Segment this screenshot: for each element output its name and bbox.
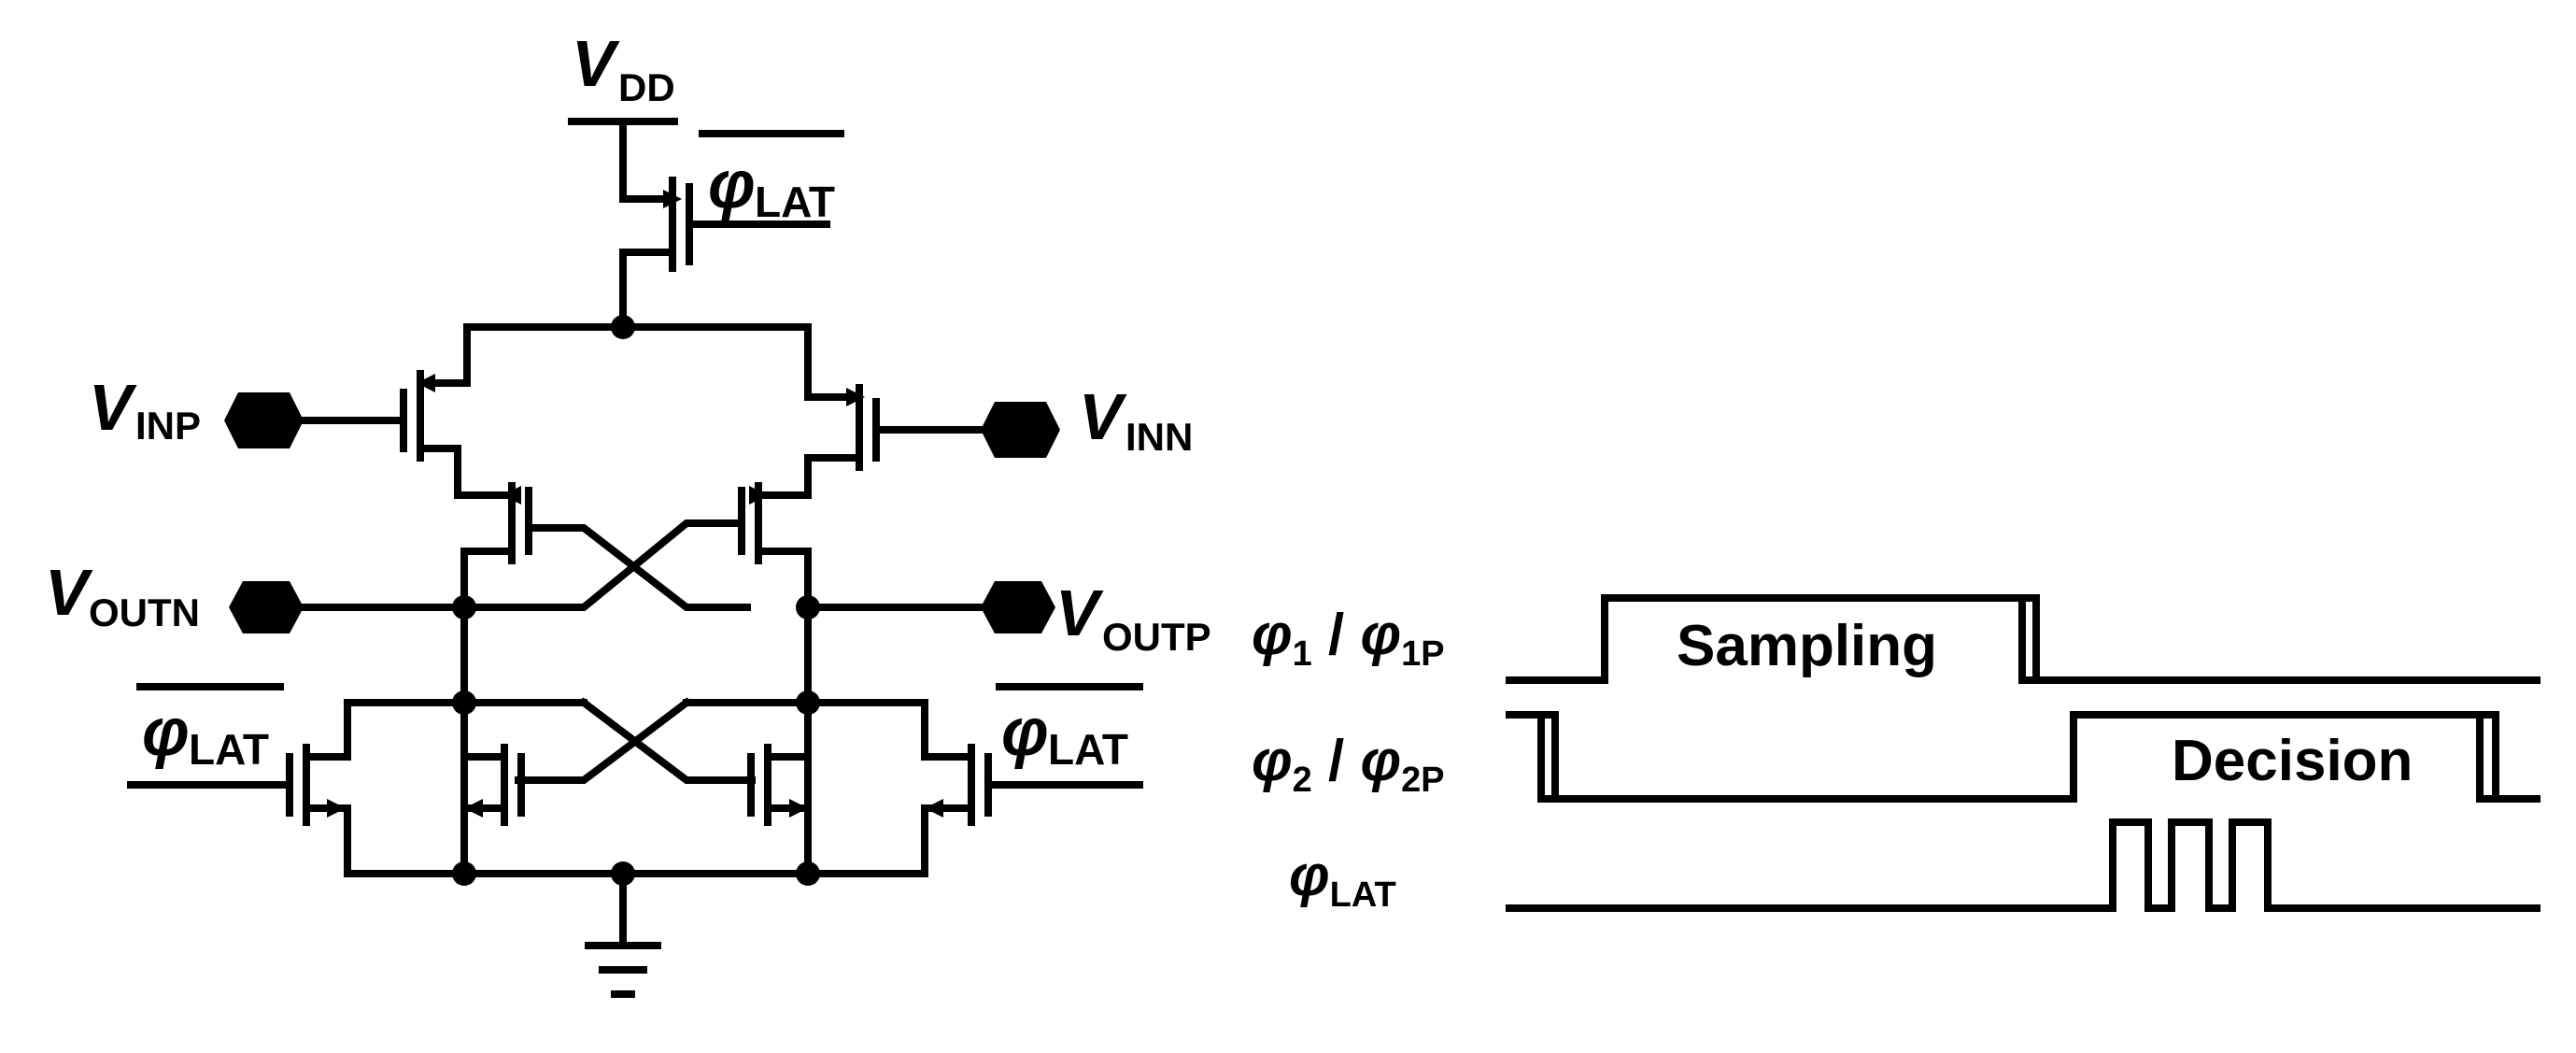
philat-label-right-sub: LAT <box>1048 725 1128 774</box>
vinn-port <box>981 402 1060 458</box>
phi1-waveform <box>1506 594 2541 684</box>
voutp-port <box>981 581 1055 633</box>
philat-label-left-sub: LAT <box>189 725 269 774</box>
input-pmos-right <box>762 323 984 499</box>
cross-nmos-right <box>747 699 812 877</box>
voutp-label-sub: OUTP <box>1102 615 1211 659</box>
decision-label: Decision <box>2172 729 2413 793</box>
cross-pmos-right <box>460 482 812 611</box>
vdd-label-sub: DD <box>618 65 675 109</box>
phi2p-waveform <box>1537 715 1555 803</box>
voutn-port <box>229 581 304 633</box>
philat-label-top: φ <box>708 148 756 222</box>
voutn-label: V <box>45 556 93 629</box>
voutp-label: V <box>1055 576 1104 649</box>
philat-label-right: φ <box>1001 695 1049 770</box>
cross-nmos-left <box>460 699 525 877</box>
philat-label-left: φ <box>142 695 190 770</box>
philat-label-top-sub: LAT <box>755 178 835 226</box>
phi2-waveform <box>1506 711 2541 803</box>
sampling-label: Sampling <box>1677 614 1937 678</box>
phi1-label: φ1 / φ1P <box>1252 603 1445 674</box>
vinp-port <box>224 392 304 448</box>
vinn-label: V <box>1079 380 1127 453</box>
vdd-label: V <box>572 27 620 100</box>
voutn-label-sub: OUTN <box>89 591 200 634</box>
input-pmos-left <box>300 323 508 499</box>
reset-nmos-left <box>127 699 351 877</box>
latch-circuit: V DD φ LAT V INP <box>45 27 1211 998</box>
philat-waveform <box>1506 818 2541 912</box>
reset-nmos-right <box>921 699 1143 877</box>
timing-diagram: φ1 / φ1P φ2 / φ2P φLAT Sampling Decision <box>1252 594 2541 915</box>
vinn-label-sub: INN <box>1125 415 1193 459</box>
phi2-label: φ2 / φ2P <box>1252 729 1445 800</box>
philat-label: φLAT <box>1289 844 1396 915</box>
tail-pmos <box>619 118 830 331</box>
ground-symbol <box>585 942 661 998</box>
vinp-label: V <box>89 371 137 444</box>
vinp-label-sub: INP <box>135 404 201 448</box>
